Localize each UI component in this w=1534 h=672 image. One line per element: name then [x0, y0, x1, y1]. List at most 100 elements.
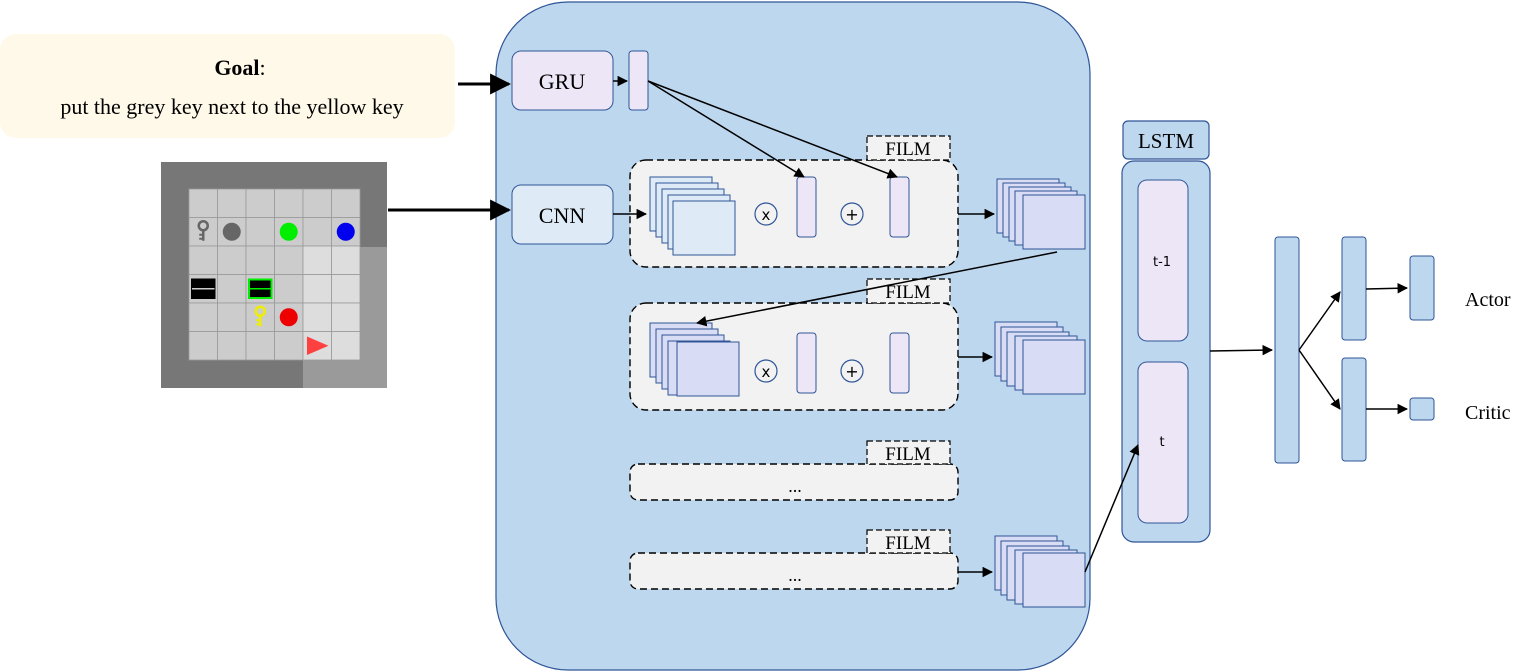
goal-box: Goal: put the grey key next to the yello…: [0, 34, 455, 138]
grid-cell: [274, 188, 304, 218]
actor-hidden-to-output-arrow: [1365, 282, 1409, 294]
add-op-2: [840, 359, 864, 383]
add-symbol-2: +: [845, 362, 858, 381]
actor-hidden-layer: [1341, 236, 1367, 341]
grid-world-observation: [161, 162, 387, 388]
goal-text: put the grey key next to the yellow key: [60, 94, 403, 119]
grid-cell: [331, 331, 361, 361]
film-2-feature-maps: [649, 322, 740, 397]
film-placeholder-4: ...: [788, 565, 802, 585]
grid-cell: [188, 302, 218, 332]
beta-vector-1: [889, 176, 910, 238]
red-ball-icon: [279, 308, 298, 327]
film-block-1: FILM x +: [629, 135, 959, 268]
grid-cell: [302, 188, 332, 218]
grid-cells: [188, 188, 361, 361]
green-box-icon: [248, 278, 273, 299]
shared-head-layer: [1274, 236, 1300, 464]
grid-cell: [245, 188, 275, 218]
goal-colon: :: [260, 55, 266, 80]
gru-label: GRU: [539, 69, 586, 94]
critic-hidden-layer: [1341, 357, 1367, 462]
lstm-to-head-arrow: [1209, 344, 1274, 356]
lstm-cell-current-label: t: [1159, 435, 1164, 450]
film-1-output-stack: [996, 178, 1086, 250]
grid-cell: [331, 188, 361, 218]
beta-vector-2: [889, 332, 910, 394]
grid-cell: [245, 245, 275, 275]
film-tag-2: [866, 278, 951, 304]
grid-cell: [217, 331, 247, 361]
film-tag-1: [866, 135, 951, 161]
lstm-cell-previous-label: t-1: [1153, 255, 1171, 270]
grid-cell: [302, 274, 332, 304]
multiply-op-1: [754, 202, 778, 226]
grid-cell: [331, 245, 361, 275]
grid-cell: [302, 217, 332, 247]
goal-heading: Goal:: [214, 55, 265, 80]
grid-cell: [217, 245, 247, 275]
actor-output: [1409, 255, 1435, 321]
add-op-1: [840, 202, 864, 226]
lstm-header: [1122, 120, 1210, 160]
film-label-4: FILM: [885, 533, 931, 554]
critic-label: Critic: [1465, 402, 1511, 424]
film-label-3: FILM: [885, 444, 931, 465]
agent-triangle-icon: [307, 336, 329, 355]
film-2-output-stack: [994, 321, 1086, 395]
arrows: [388, 73, 1409, 578]
film-block-3: FILM ...: [629, 440, 959, 501]
gru-to-beta-arrow: [647, 80, 898, 179]
black-box-icon: [191, 278, 216, 299]
cnn-label: CNN: [539, 203, 586, 228]
gru-module: GRU: [511, 50, 614, 111]
gru-output-vector: [628, 50, 649, 111]
film-label-1: FILM: [885, 139, 931, 160]
stack-to-lstm-arrow: [1084, 444, 1140, 573]
multiply-symbol-1: x: [762, 206, 771, 224]
lstm-cell-previous: [1137, 179, 1189, 342]
multiply-op-2: [754, 359, 778, 383]
grid-cell: [274, 274, 304, 304]
lstm-cell-current: [1137, 361, 1189, 524]
lstm-label: LSTM: [1138, 129, 1194, 153]
grid-cell: [188, 245, 218, 275]
film-block-4: FILM ...: [629, 529, 959, 590]
grid-cell: [302, 245, 332, 275]
lstm-module: LSTM t-1 t: [1121, 120, 1211, 543]
goal-label: Goal: [214, 55, 259, 80]
grid-cell: [188, 331, 218, 361]
actor-label: Actor: [1465, 289, 1511, 311]
stack-to-film-2-arrow: [695, 251, 1058, 327]
gamma-vector-2: [796, 332, 817, 394]
cnn-module: CNN: [511, 184, 614, 245]
film-tag-4: [866, 529, 951, 554]
film-label-2: FILM: [885, 282, 931, 303]
grid-cell: [274, 245, 304, 275]
film-block-2: FILM x +: [629, 278, 959, 411]
grid-cell: [245, 331, 275, 361]
grid-cell: [302, 302, 332, 332]
grid-cell: [331, 274, 361, 304]
film-4-output-stack: [994, 535, 1086, 608]
grid-cell: [245, 217, 275, 247]
critic-output: [1409, 397, 1435, 421]
grey-ball-icon: [222, 222, 241, 241]
gamma-vector-1: [796, 176, 817, 238]
gru-to-gamma-arrow: [647, 80, 805, 178]
grid-cell: [217, 274, 247, 304]
grid-cell: [188, 188, 218, 218]
multiply-symbol-2: x: [762, 363, 771, 381]
grid-cell: [274, 331, 304, 361]
film-placeholder-3: ...: [788, 476, 802, 496]
grey-key-icon: [197, 220, 209, 241]
blue-ball-icon: [336, 222, 355, 241]
grid-cell: [217, 188, 247, 218]
film-1-feature-maps: [649, 176, 736, 256]
green-ball-icon: [279, 222, 298, 241]
head-to-critic-arrow: [1298, 349, 1341, 410]
yellow-key-icon: [254, 305, 266, 327]
grid-cell: [217, 302, 247, 332]
film-tag-3: [866, 440, 951, 465]
